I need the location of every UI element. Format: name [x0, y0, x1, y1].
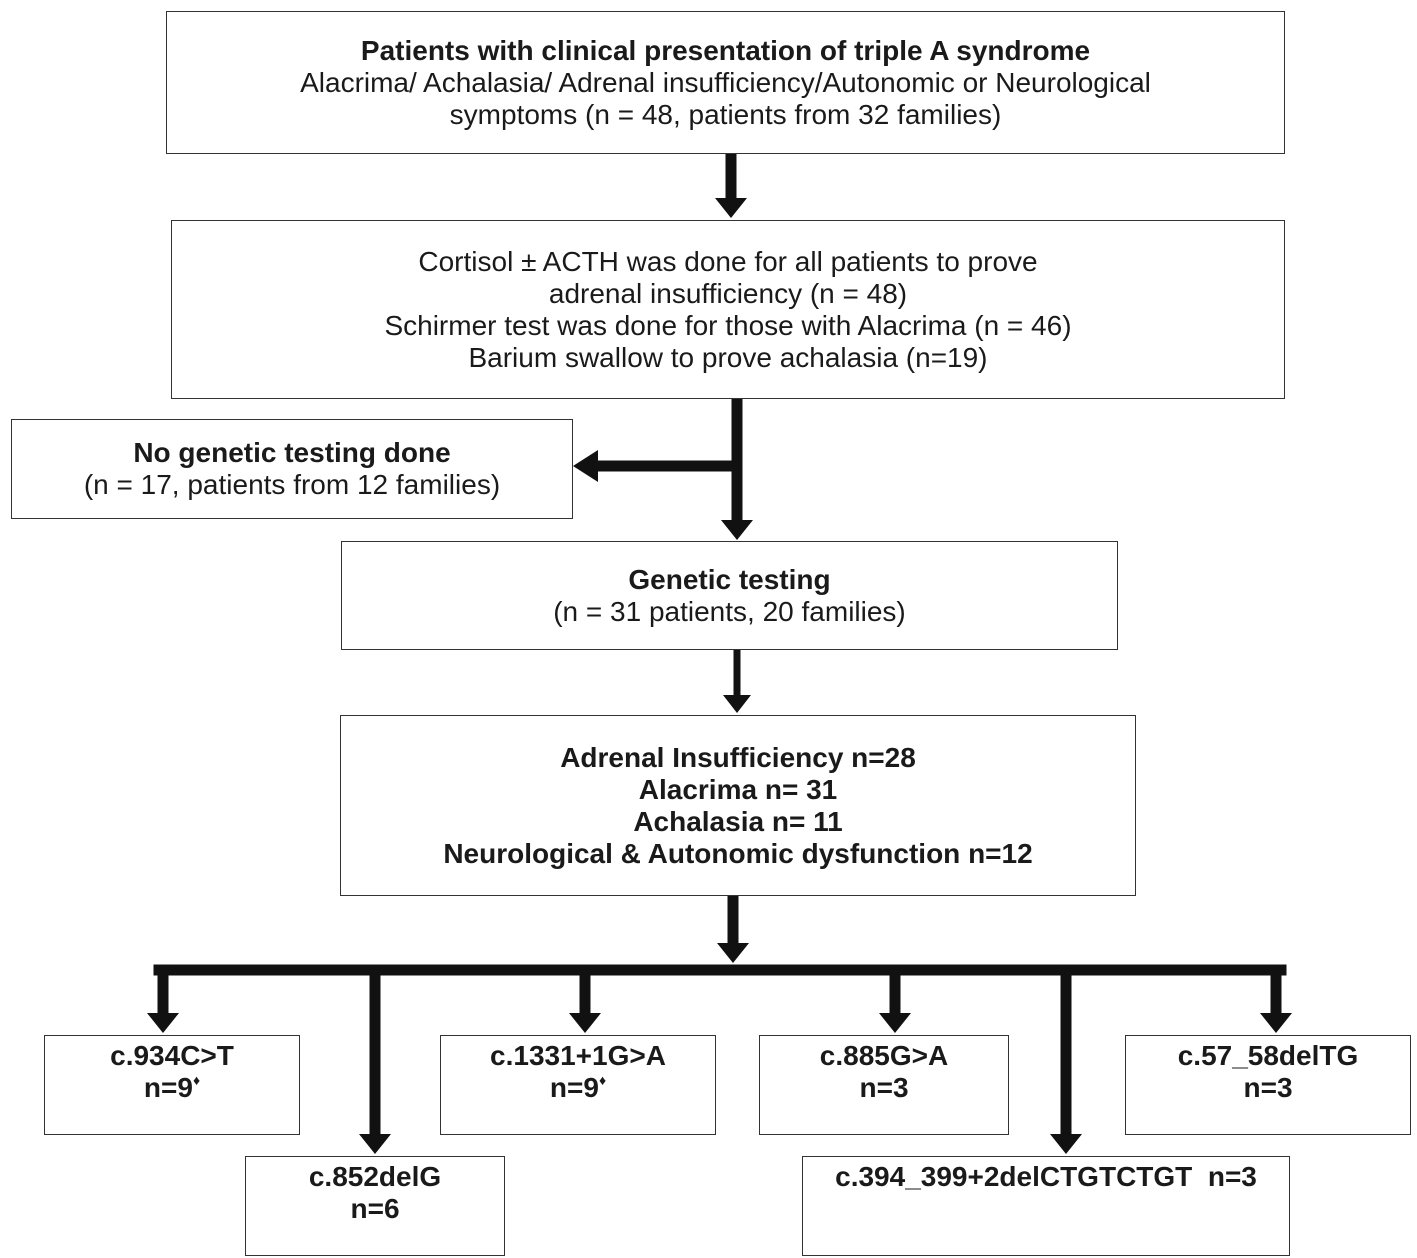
variant-name: c.885G>A — [819, 1040, 949, 1071]
arrow-to-c852delG-head — [359, 1134, 391, 1154]
box-no-genetic-testing: No genetic testing done (n = 17, patient… — [11, 419, 573, 519]
phenotype-neurological: Neurological & Autonomic dysfunction n=1… — [443, 837, 1033, 869]
arrow-to-c57-58delTG-head — [1260, 1013, 1292, 1033]
arrow-phenotypes-to-variants-head — [717, 943, 749, 963]
variant-count: n=9♦ — [549, 1072, 607, 1103]
variant-count: n=9♦ — [143, 1072, 201, 1103]
box-phenotypes: Adrenal Insufficiency n=28 Alacrima n= 3… — [340, 715, 1136, 896]
phenotype-achalasia: Achalasia n= 11 — [633, 805, 843, 837]
box-variant-c885GA: c.885G>A n=3 — [759, 1035, 1009, 1135]
arrow-no-testing-head — [573, 450, 598, 482]
diagnostic-test-barium: Barium swallow to prove achalasia (n=19) — [468, 341, 988, 373]
diagnostic-test-adrenal: adrenal insufficiency (n = 48) — [548, 277, 908, 309]
box-genetic-testing: Genetic testing (n = 31 patients, 20 fam… — [341, 541, 1118, 650]
arrow-to-c1331-1GA-head — [569, 1013, 601, 1033]
variant-count: n=3 — [1243, 1072, 1293, 1103]
box-clinical-presentation: Patients with clinical presentation of t… — [166, 11, 1285, 154]
box-variant-c934CT: c.934C>T n=9♦ — [44, 1035, 300, 1135]
box-variant-c852delG: c.852delG n=6 — [245, 1156, 505, 1256]
diamond-marker: ♦ — [598, 1072, 607, 1088]
clinical-presentation-count: symptoms (n = 48, patients from 32 famil… — [449, 98, 1002, 130]
box-variant-c394-399-2del: c.394_399+2delCTGTCTGT n=3 — [802, 1156, 1290, 1256]
box-variant-c57-58delTG: c.57_58delTG n=3 — [1125, 1035, 1411, 1135]
variant-name: c.1331+1G>A — [490, 1040, 666, 1071]
variant-name: c.57_58delTG — [1177, 1040, 1359, 1071]
genetic-testing-title: Genetic testing — [628, 563, 831, 595]
arrow-to-c394-399-2del-head — [1050, 1134, 1082, 1154]
clinical-presentation-title: Patients with clinical presentation of t… — [360, 34, 1091, 66]
box-diagnostic-tests: Cortisol ± ACTH was done for all patient… — [171, 220, 1285, 399]
clinical-presentation-symptoms: Alacrima/ Achalasia/ Adrenal insufficien… — [300, 66, 1151, 98]
variant-name: c.934C>T — [110, 1040, 234, 1071]
no-genetic-testing-title: No genetic testing done — [133, 437, 451, 468]
arrow-genetic-to-phenotypes-head — [723, 695, 751, 713]
arrow-clinical-to-tests-head — [715, 198, 747, 218]
no-genetic-testing-detail: (n = 17, patients from 12 families) — [83, 469, 501, 500]
arrow-to-c885GA-head — [879, 1013, 911, 1033]
box-variant-c1331-1GA: c.1331+1G>A n=9♦ — [440, 1035, 716, 1135]
arrow-to-genetic-testing-head — [721, 520, 753, 540]
variant-count: n=3 — [859, 1072, 909, 1103]
variant-name: c.394_399+2delCTGTCTGT n=3 — [835, 1161, 1257, 1192]
diagnostic-test-schirmer: Schirmer test was done for those with Al… — [384, 309, 1072, 341]
diagnostic-test-cortisol: Cortisol ± ACTH was done for all patient… — [418, 245, 1038, 277]
genetic-testing-detail: (n = 31 patients, 20 families) — [553, 595, 906, 627]
arrow-to-c934CT-head — [147, 1013, 179, 1033]
variant-count: n=6 — [350, 1193, 400, 1224]
phenotype-adrenal: Adrenal Insufficiency n=28 — [560, 741, 916, 773]
variant-name: c.852delG — [308, 1161, 442, 1192]
phenotype-alacrima: Alacrima n= 31 — [638, 773, 838, 805]
diamond-marker: ♦ — [192, 1072, 201, 1088]
